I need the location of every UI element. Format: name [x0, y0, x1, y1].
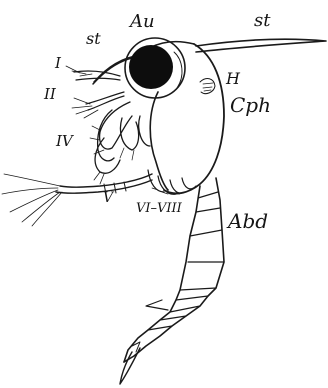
- label-st-right: st: [254, 10, 271, 31]
- telson-spine: [120, 348, 140, 384]
- carapace-outline: [164, 44, 224, 193]
- maxilliped-V-setae: [2, 174, 62, 226]
- label-au: Au: [128, 11, 155, 32]
- maxilliped-IV-tip: [94, 172, 104, 184]
- label-cph: Cph: [230, 93, 271, 117]
- heart-hatch: [203, 83, 213, 91]
- antenna-II-setae: [72, 98, 98, 118]
- label-h: H: [225, 69, 241, 88]
- label-vi-viii: VI–VIII: [136, 201, 183, 216]
- maxilliped-IV: [95, 138, 120, 173]
- body-front-outline: [150, 92, 168, 190]
- label-i: I: [54, 54, 62, 72]
- abdomen-spine-barb: [146, 300, 168, 310]
- heart-H: [200, 79, 215, 94]
- eye-pigment: [129, 45, 173, 89]
- label-ii: II: [43, 85, 57, 103]
- mouthparts: [98, 102, 150, 161]
- label-st-left: st: [86, 29, 101, 48]
- rostral-spine: [196, 39, 326, 52]
- antenna-II: [86, 92, 124, 110]
- mouthpart-setae: [90, 126, 134, 160]
- label-abd: Abd: [226, 209, 268, 233]
- label-v: V: [103, 190, 115, 206]
- label-iv: IV: [55, 132, 75, 150]
